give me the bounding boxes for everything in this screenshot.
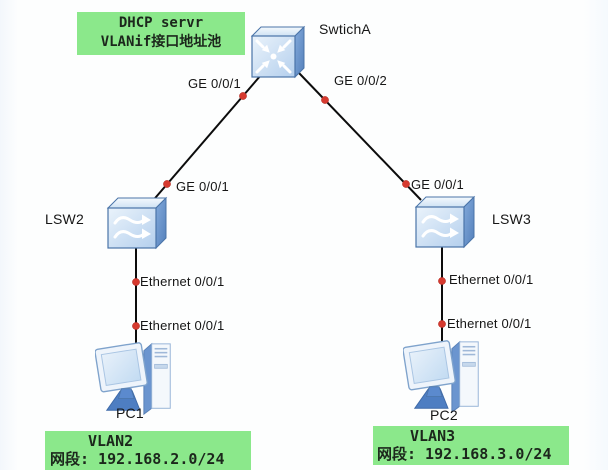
port-dot-pc2-eth001 bbox=[438, 320, 446, 328]
port-dot-switcha-ge001 bbox=[239, 92, 247, 100]
note-vlan3-subnet: VLAN3 网段: 192.168.3.0/24 bbox=[373, 426, 569, 465]
note-vlan3-line2: 网段: 192.168.3.0/24 bbox=[377, 445, 552, 463]
port-label-lsw3-eth001: Ethernet 0/0/1 bbox=[449, 272, 534, 287]
l3-switch-icon bbox=[250, 25, 306, 79]
l2-switch-icon bbox=[106, 196, 168, 250]
device-pc1[interactable] bbox=[94, 338, 183, 420]
note-vlan3-line1: VLAN3 bbox=[410, 427, 456, 445]
port-label-pc2-eth001: Ethernet 0/0/1 bbox=[447, 316, 532, 331]
port-label-switcha-ge001: GE 0/0/1 bbox=[188, 76, 241, 91]
port-dot-pc1-eth001 bbox=[132, 322, 140, 330]
port-label-switcha-ge002: GE 0/0/2 bbox=[334, 73, 387, 88]
device-switcha[interactable] bbox=[248, 24, 310, 80]
device-pc2[interactable] bbox=[402, 336, 491, 418]
note-dhcp-pool: DHCP servr VLANif接口地址池 bbox=[77, 12, 245, 55]
port-dot-lsw2-eth001 bbox=[132, 278, 140, 286]
device-label-lsw2: LSW2 bbox=[45, 211, 84, 227]
note-dhcp-line1: DHCP servr bbox=[118, 15, 204, 31]
device-label-pc2: PC2 bbox=[430, 407, 458, 423]
port-dot-lsw2-ge001 bbox=[163, 180, 171, 188]
note-vlan2-subnet: VLAN2 网段: 192.168.2.0/24 bbox=[45, 431, 251, 470]
port-label-pc1-eth001: Ethernet 0/0/1 bbox=[140, 318, 225, 333]
device-label-switcha: SwtichA bbox=[319, 21, 371, 37]
device-lsw3[interactable] bbox=[412, 195, 478, 249]
device-label-pc1: PC1 bbox=[116, 405, 144, 421]
port-dot-lsw3-eth001 bbox=[438, 277, 446, 285]
pc-icon bbox=[402, 340, 479, 414]
note-dhcp-line2: VLANif接口地址池 bbox=[100, 34, 222, 50]
port-label-lsw2-eth001: Ethernet 0/0/1 bbox=[140, 274, 225, 289]
note-vlan2-line1: VLAN2 bbox=[88, 432, 134, 450]
port-label-lsw2-ge001: GE 0/0/1 bbox=[176, 179, 229, 194]
device-lsw2[interactable] bbox=[104, 196, 170, 250]
port-dot-lsw3-ge001 bbox=[402, 180, 410, 188]
link-switcha-lsw3 bbox=[298, 72, 422, 201]
port-label-lsw3-ge001: GE 0/0/1 bbox=[411, 177, 464, 192]
pc-icon bbox=[94, 342, 171, 416]
device-label-lsw3: LSW3 bbox=[492, 211, 531, 227]
note-vlan2-line2: 网段: 192.168.2.0/24 bbox=[50, 450, 225, 468]
l2-switch-icon bbox=[414, 195, 476, 249]
port-dot-switcha-ge002 bbox=[321, 96, 329, 104]
